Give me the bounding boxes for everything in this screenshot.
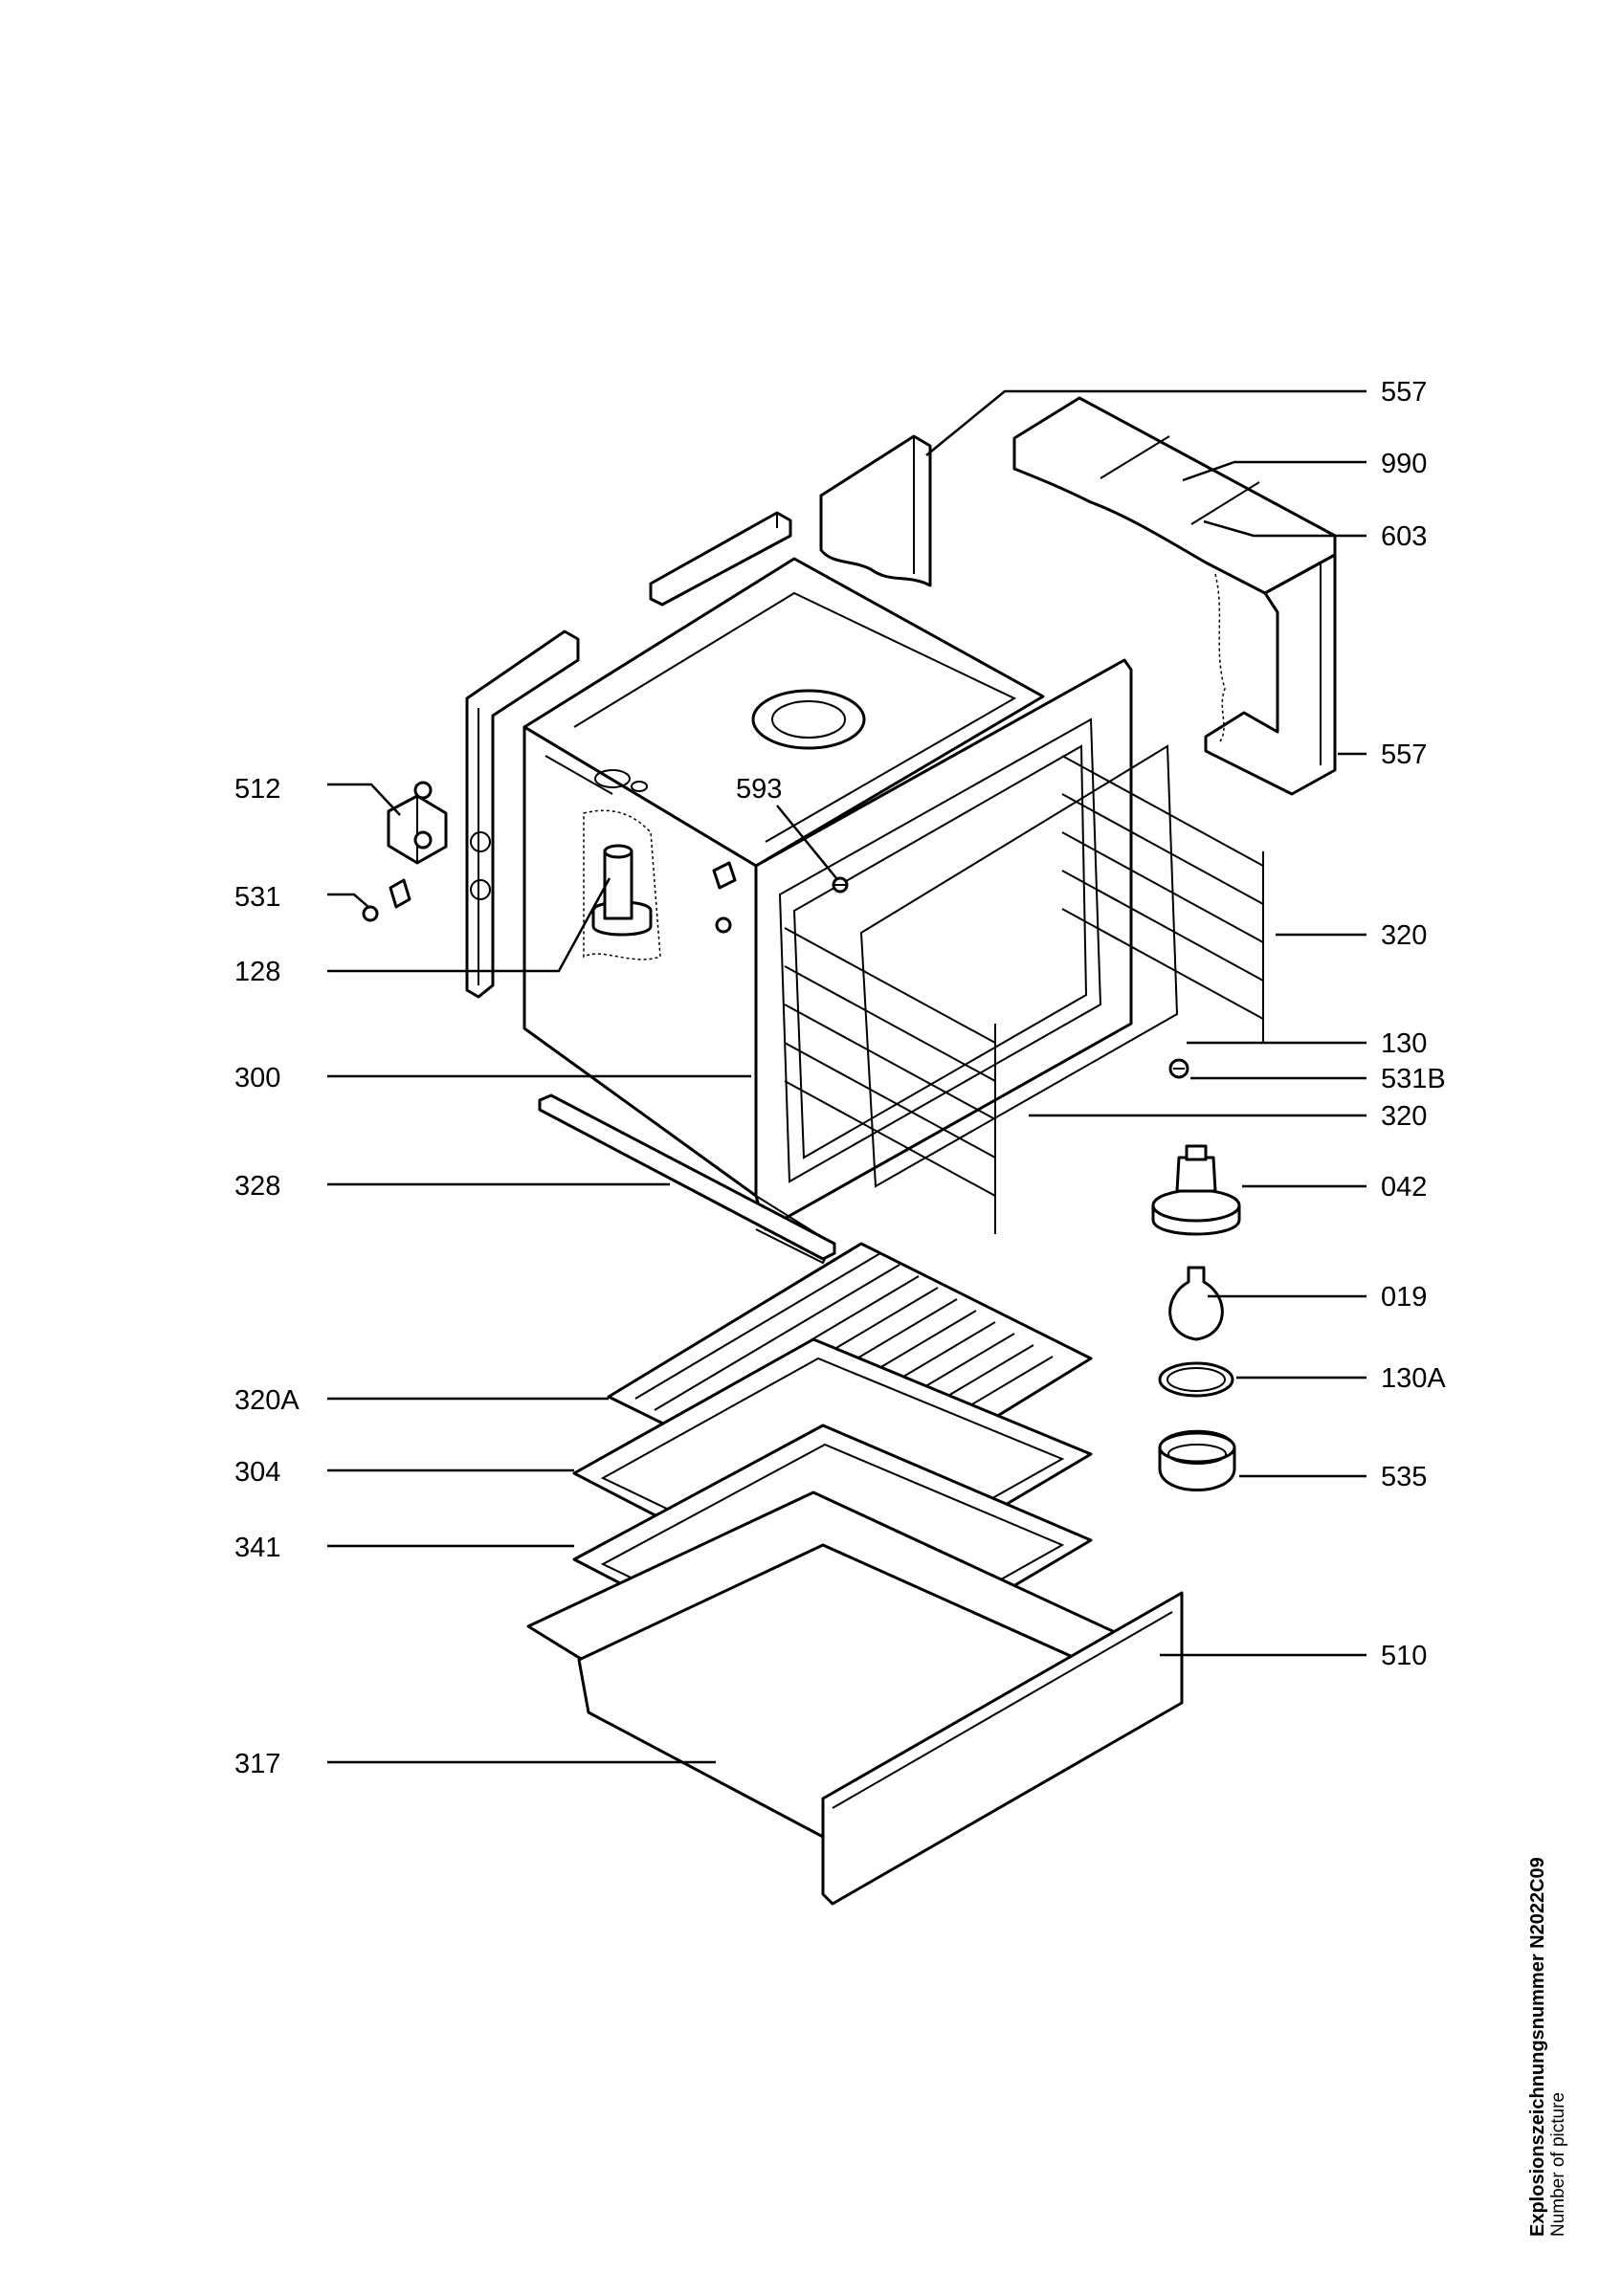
callout-label-042: 042: [1381, 1172, 1427, 1203]
left-side-trim-part: [465, 629, 580, 999]
lamp-holder-part: [1151, 1144, 1241, 1236]
picture-number-label: Number of picture: [1548, 2091, 1568, 2237]
insulation-block-part: [819, 434, 932, 587]
lamp-screw-part: [1168, 1058, 1189, 1079]
oven-cavity-part: [522, 557, 1264, 1265]
callout-label-512: 512: [234, 774, 280, 805]
callout-label-535: 535: [1381, 1462, 1427, 1492]
callout-label-531B: 531B: [1381, 1064, 1446, 1094]
callout-label-990: 990: [1381, 449, 1427, 479]
callout-label-510: 510: [1381, 1641, 1427, 1671]
leader-lines: [327, 389, 1366, 1764]
leader-990: [1182, 460, 1366, 482]
callout-label-128: 128: [234, 957, 280, 987]
callout-label-557-top: 557: [1381, 377, 1427, 408]
leader-512: [327, 783, 401, 816]
callout-label-320-mid: 320: [1381, 1101, 1427, 1132]
callout-label-130: 130: [1381, 1028, 1427, 1059]
seal-ring-part: [1158, 1361, 1234, 1398]
callout-label-341: 341: [234, 1533, 280, 1563]
leader-603: [1203, 519, 1366, 538]
callout-label-328: 328: [234, 1171, 280, 1202]
callout-label-300: 300: [234, 1063, 280, 1093]
callout-label-531: 531: [234, 882, 280, 913]
callout-labels: 557 990 603 557 512 593 531 320 128 130 …: [234, 377, 1446, 1779]
leader-128: [327, 877, 611, 973]
clip-screw-part: [362, 861, 737, 934]
frame-screw-part: [832, 876, 849, 894]
drawer-front-part: [821, 1591, 1184, 1906]
callout-label-320-top: 320: [1381, 920, 1427, 951]
callout-label-317: 317: [234, 1749, 280, 1779]
callout-label-557-side: 557: [1381, 740, 1427, 770]
callout-label-304: 304: [234, 1457, 280, 1488]
lamp-cover-part: [1158, 1429, 1236, 1491]
bottom-strip-part: [538, 1093, 836, 1261]
callout-label-593: 593: [736, 774, 782, 805]
leader-531: [327, 893, 369, 908]
drawing-number-text: Explosionszeichnungsnummer N2022C09: [1527, 1857, 1548, 2237]
callout-label-019: 019: [1381, 1282, 1427, 1313]
callout-label-130A: 130A: [1381, 1363, 1446, 1394]
hinge-bracket-part: [387, 781, 448, 865]
drawing-number-caption: Explosionszeichnungsnummer N2022C09 Numb…: [1527, 1548, 1569, 2237]
top-trim-strip-part: [649, 511, 792, 607]
lamp-bulb-part: [1168, 1266, 1224, 1341]
leader-557-top: [925, 389, 1366, 456]
leader-593: [776, 805, 837, 879]
callout-label-603: 603: [1381, 521, 1427, 552]
probe-element-part: [591, 844, 653, 937]
callout-label-320A: 320A: [234, 1385, 300, 1416]
insulation-wrap-part: [1012, 396, 1337, 796]
